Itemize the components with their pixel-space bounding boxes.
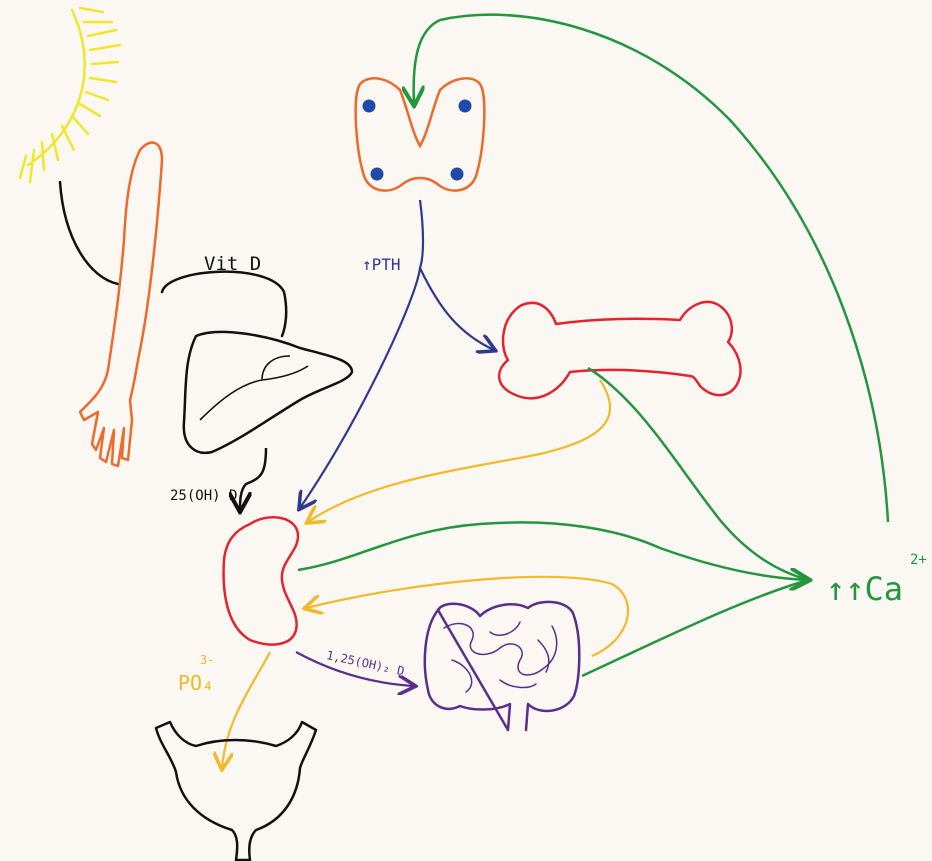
phosphate-charge: 3- (200, 653, 214, 667)
arm-icon (80, 143, 162, 466)
sun-icon (20, 8, 120, 182)
phosphate-label-group: PO₄ 3- (178, 653, 214, 695)
calcium-label-group: ↑↑Ca 2+ (826, 552, 927, 608)
thyroid-icon (356, 78, 485, 190)
vit-d-label: Vit D (204, 253, 261, 275)
intestine-icon (425, 602, 579, 730)
calcitriol-label: 1,25(OH)₂ D (325, 648, 406, 678)
phosphate-label: PO₄ (178, 671, 214, 695)
calcium-arrows (298, 15, 888, 676)
parathyroid-dot (371, 168, 384, 181)
bone-icon (499, 302, 740, 398)
parathyroid-dot (363, 100, 376, 113)
calcium-charge: 2+ (910, 552, 927, 568)
calcium-label: ↑↑Ca (826, 570, 903, 608)
pth-label: ↑PTH (362, 255, 401, 274)
vit-d-line (162, 272, 286, 336)
kidney-icon (224, 517, 298, 644)
parathyroid-dot (451, 168, 464, 181)
sunlight-line (60, 182, 118, 284)
hydroxy-vit-d-label: 25(OH) D (170, 488, 237, 504)
liver-icon (184, 332, 352, 453)
parathyroid-dot (459, 100, 472, 113)
pth-arrows (300, 200, 494, 508)
hydroxy-vit-d-arrow (240, 448, 266, 510)
bladder-icon (156, 722, 316, 860)
